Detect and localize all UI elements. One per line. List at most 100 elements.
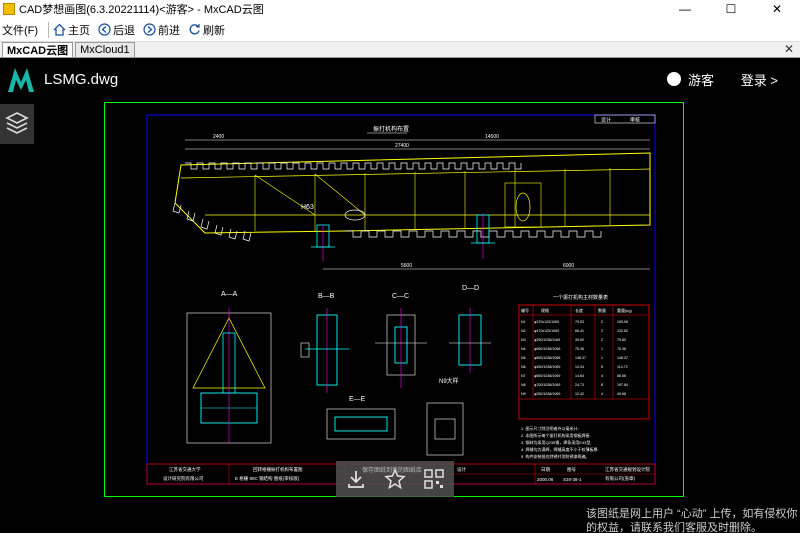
section-dd-title: D—D: [462, 285, 479, 292]
cad-drawing[interactable]: 设计 审核 振打机构布置 14500 27400 2400: [105, 103, 683, 496]
section-cc: [375, 308, 427, 388]
support-right: [471, 213, 495, 259]
note-line: 4. 焊缝均为满焊，焊缝高度不小于较薄板厚;: [521, 446, 599, 452]
table-cell: 197.84: [617, 383, 628, 387]
tab-bar: MxCAD云图 MxCloud1 ✕: [0, 42, 800, 58]
arrow-right-icon: [143, 23, 156, 36]
table-cell: 12.42: [575, 392, 584, 396]
table-cell: φ450/1038/1069: [534, 365, 560, 369]
grid-verticals: [255, 168, 610, 231]
section-bb-title: B—B: [318, 293, 335, 300]
layers-icon: [5, 111, 29, 137]
tab-close-button[interactable]: ✕: [784, 42, 794, 56]
table-title: 一个振打机构主材数量表: [553, 294, 608, 301]
maximize-button[interactable]: ☐: [708, 0, 754, 18]
note-line: 3. 钢材均采用Q235钢，焊条采用E43型;: [521, 439, 591, 445]
copyright-notice: 该图纸是网上用户 “心动” 上传，如有侵权你的权益，请联系我们客服及时删除。: [586, 507, 800, 533]
titleblock-right-1: 江苏省交通规划设计院: [605, 466, 650, 473]
table-cell: 14.34: [575, 365, 584, 369]
detail-n9-title: N9大样: [439, 377, 459, 385]
dimension-bottom-b: 6000: [563, 263, 574, 269]
table-cell: φ250/1038/1169: [534, 338, 560, 342]
avatar: [667, 72, 681, 86]
table-cell: 148.37: [575, 356, 586, 360]
cad-viewport[interactable]: 设计 审核 振打机构布置 14500 27400 2400: [104, 102, 684, 497]
table-header: 规格: [541, 307, 549, 313]
guest-label: 游客: [688, 70, 714, 89]
refresh-label: 刷新: [203, 22, 225, 38]
titleblock-left-2: 设计研究院有限公司: [163, 475, 204, 482]
refresh-button[interactable]: 刷新: [188, 22, 225, 38]
table-cell: φ650/1038/1068: [534, 347, 560, 351]
tab-mxcloud1[interactable]: MxCloud1: [75, 42, 135, 57]
titleblock-design: 设计: [457, 466, 466, 473]
tab-mxcad[interactable]: MxCAD云图: [2, 42, 73, 57]
forward-label: 前进: [158, 22, 180, 38]
table-header: 重量(kg): [617, 307, 633, 313]
title-stamp-2: 审核: [630, 117, 640, 124]
table-cell: N8: [521, 383, 526, 387]
dimension-left: 2400: [213, 134, 224, 140]
table-cell: N7: [521, 374, 526, 378]
app-header: LSMG.dwg 游客 登录 >: [0, 58, 800, 100]
forward-button[interactable]: 前进: [143, 22, 180, 38]
minimize-button[interactable]: —: [662, 0, 708, 18]
table-cell: 79.53: [575, 320, 584, 324]
login-label: 登录 >: [741, 70, 778, 89]
note-line: 2. 本图所示每个振打机构采用钢板焊接;: [521, 432, 591, 438]
guest-user[interactable]: 游客: [667, 58, 714, 100]
home-label: 主页: [68, 22, 90, 38]
home-button[interactable]: 主页: [53, 22, 90, 38]
table-cell: 8: [601, 365, 603, 369]
table-header: 数量: [598, 307, 606, 313]
table-header-row: 编号 规格 长度 数量 重量(kg): [521, 307, 633, 313]
table-cell: N3: [521, 338, 526, 342]
table-cell: 1: [601, 347, 603, 351]
menubar: 文件(F) 主页 后退 前进 刷新: [0, 18, 800, 42]
titleblock-number-label: 图号: [567, 467, 576, 473]
support-left: [311, 225, 335, 261]
table-cell: N1: [521, 320, 526, 324]
table-cell: 4: [601, 374, 603, 378]
app-icon: [3, 3, 15, 15]
table-cell: φ650/1038/1068: [534, 356, 560, 360]
dimension-bottom-a: 5600: [401, 263, 412, 269]
titleblock-date: 2000.06: [537, 477, 554, 482]
section-ee-title: E—E: [349, 396, 366, 403]
file-menu[interactable]: 文件(F): [0, 22, 44, 38]
drawing-notes: 1. 图示尺寸除注明者外以毫米计; 2. 本图所示每个振打机构采用钢板焊接; 3…: [521, 425, 599, 459]
home-icon: [53, 23, 66, 36]
window-titlebar: CAD梦想画图(6.3.20221114)<游客> - MxCAD云图 — ☐ …: [0, 0, 800, 18]
layers-button[interactable]: [0, 104, 34, 144]
titleblock-left-1: 江苏省交通大学: [169, 466, 201, 473]
table-cell: 58.56: [617, 374, 626, 378]
mxcad-logo-icon: [6, 64, 36, 94]
section-ee: [327, 409, 395, 439]
table-header: 编号: [521, 307, 529, 313]
access-frame: [505, 183, 541, 227]
label-h63: H63: [301, 204, 314, 211]
note-line: 1. 图示尺寸除注明者外以毫米计;: [521, 425, 579, 431]
grid-structure-frame: [175, 153, 650, 233]
close-button[interactable]: ✕: [754, 0, 800, 18]
table-cell: N5: [521, 356, 526, 360]
titleblock-mid-2: E 格栅 80C 钢结构 图纸(审核版): [235, 475, 300, 482]
title-stamp-1: 设计: [601, 117, 611, 124]
table-cell: 159.06: [617, 320, 628, 324]
note-line: 5. 构件安装前应除锈并涂防锈漆两遍。: [521, 453, 589, 459]
titleblock-date-label: 日期: [541, 467, 550, 473]
table-cell: 75.36: [575, 347, 584, 351]
window-controls: — ☐ ✕: [662, 0, 800, 18]
table-cell: φ650/1038/1069: [534, 374, 560, 378]
qr-code-button[interactable]: [419, 464, 449, 494]
login-button[interactable]: 登录 >: [741, 58, 778, 100]
detail-n9: [427, 403, 463, 455]
dimension-top: 14500: [485, 134, 499, 140]
table-cell: 2: [601, 338, 603, 342]
table-cell: 1: [601, 356, 603, 360]
back-button[interactable]: 后退: [98, 22, 135, 38]
table-cell: 39.90: [575, 338, 584, 342]
table-cell: 66.41: [575, 329, 584, 333]
table-cell: 114.72: [617, 365, 628, 369]
table-cell: N6: [521, 365, 526, 369]
